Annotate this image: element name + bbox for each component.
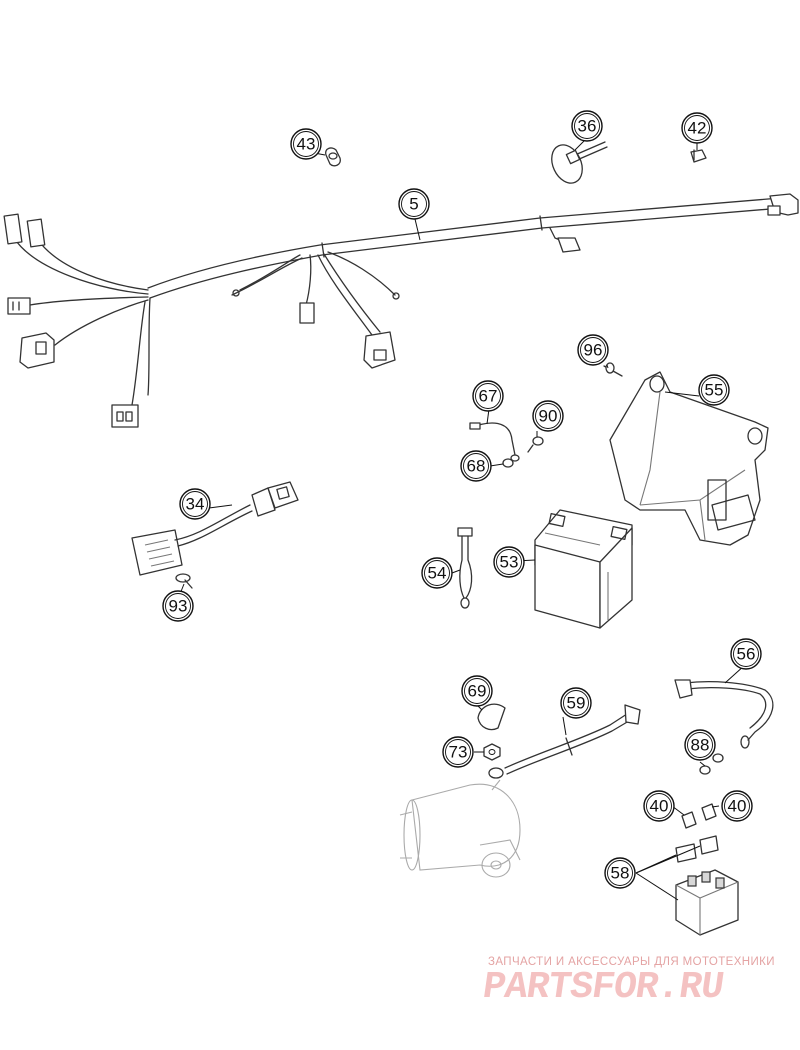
callout-36: 36 xyxy=(571,110,603,142)
callout-59: 59 xyxy=(560,687,592,719)
cable-tie-36 xyxy=(551,141,608,184)
svg-text:56: 56 xyxy=(737,645,756,664)
callout-73: 73 xyxy=(442,736,474,768)
starter-motor xyxy=(399,779,521,878)
svg-text:5: 5 xyxy=(409,195,418,214)
svg-text:90: 90 xyxy=(539,407,558,426)
callout-43: 43 xyxy=(290,128,322,160)
svg-text:42: 42 xyxy=(688,119,707,138)
relay-58 xyxy=(675,835,739,936)
callout-40-left: 40 xyxy=(643,790,675,822)
svg-text:88: 88 xyxy=(691,736,710,755)
watermark-subtitle: ЗАПЧАСТИ И АКСЕССУАРЫ ДЛЯ МОТОТЕХНИКИ xyxy=(488,956,775,968)
svg-text:73: 73 xyxy=(449,743,468,762)
screw-96 xyxy=(603,362,623,377)
rubber-cap-69 xyxy=(477,703,506,731)
voltage-regulator-34 xyxy=(131,481,299,576)
battery-cable-56 xyxy=(674,679,774,749)
callout-90: 90 xyxy=(532,400,564,432)
svg-text:43: 43 xyxy=(297,135,316,154)
svg-text:40: 40 xyxy=(728,797,747,816)
svg-text:53: 53 xyxy=(500,553,519,572)
nut-73 xyxy=(483,743,501,761)
callout-67: 67 xyxy=(472,380,504,412)
callout-53: 53 xyxy=(493,546,525,578)
callout-93: 93 xyxy=(162,590,194,622)
cable-67 xyxy=(469,422,520,462)
callout-68: 68 xyxy=(460,450,492,482)
callout-5: 5 xyxy=(398,188,430,220)
svg-text:54: 54 xyxy=(428,564,447,583)
nut-68 xyxy=(502,458,514,468)
battery-holder-55 xyxy=(609,371,769,546)
callout-54: 54 xyxy=(421,557,453,589)
svg-text:34: 34 xyxy=(186,495,205,514)
screw-93 xyxy=(175,573,193,589)
callout-42: 42 xyxy=(681,112,713,144)
callout-88: 88 xyxy=(684,729,716,761)
svg-text:69: 69 xyxy=(468,682,487,701)
svg-text:55: 55 xyxy=(705,381,724,400)
callout-34: 34 xyxy=(179,488,211,520)
fuse-40-right xyxy=(701,803,717,821)
watermark-logo: PARTSFOR.RU xyxy=(479,966,726,1009)
svg-text:67: 67 xyxy=(479,387,498,406)
callout-40-right: 40 xyxy=(721,790,753,822)
starter-cable-59 xyxy=(488,704,641,779)
fuse-40-left xyxy=(681,811,697,829)
svg-text:93: 93 xyxy=(169,597,188,616)
cable-clip-43 xyxy=(325,147,341,167)
leader-lines xyxy=(179,137,746,901)
callout-69: 69 xyxy=(461,675,493,707)
callout-56: 56 xyxy=(730,638,762,670)
callout-55: 55 xyxy=(698,374,730,406)
screw-90 xyxy=(527,436,544,453)
svg-text:68: 68 xyxy=(467,457,486,476)
main-wiring-harness xyxy=(3,193,799,428)
strap-54 xyxy=(457,527,473,609)
battery-53 xyxy=(534,509,633,629)
callout-58: 58 xyxy=(604,857,636,889)
clip-42 xyxy=(690,149,707,163)
svg-text:40: 40 xyxy=(650,797,669,816)
callout-96: 96 xyxy=(577,334,609,366)
svg-text:36: 36 xyxy=(578,117,597,136)
svg-text:58: 58 xyxy=(611,864,630,883)
svg-text:96: 96 xyxy=(584,341,603,360)
svg-text:59: 59 xyxy=(567,694,586,713)
